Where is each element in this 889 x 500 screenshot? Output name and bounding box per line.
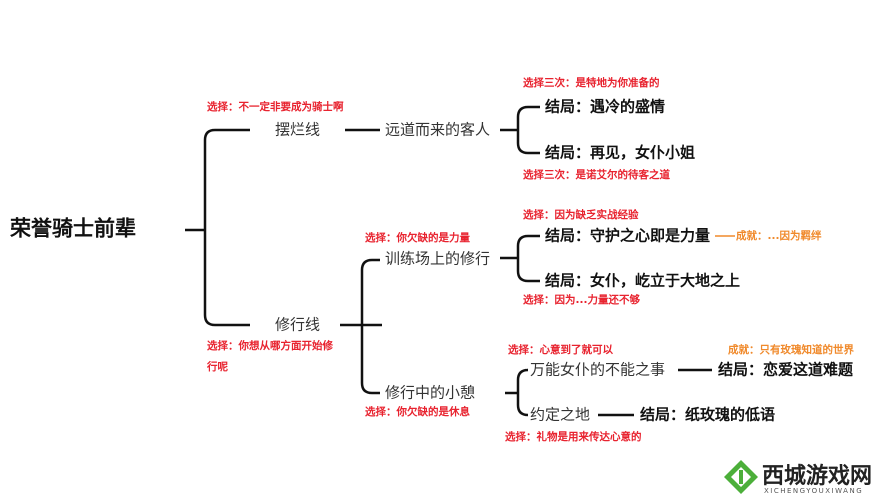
ending-node: 结局：遇冷的盛情	[545, 97, 666, 116]
watermark-sub: XICHENGYOUXIWANG	[764, 487, 864, 495]
node-training: 训练场上的修行	[385, 249, 491, 268]
choice-label: 选择：不一定非要成为骑士啊	[207, 100, 344, 113]
ending-node: 结局：纸玫瑰的低语	[640, 405, 776, 424]
branch-bailan: 摆烂线	[275, 120, 321, 139]
choice-label: 选择三次：是特地为你准备的	[523, 76, 660, 89]
achievement-label: 成就：只有玫瑰知道的世界	[728, 343, 854, 356]
watermark-name: 西城游戏网	[762, 463, 873, 489]
node-promise-place: 约定之地	[530, 405, 591, 424]
choice-label: 选择：因为...力量还不够	[523, 293, 640, 306]
choice-label: 选择：你欠缺的是力量	[365, 231, 470, 244]
logo-icon	[724, 460, 758, 494]
choice-label: 行呢	[207, 360, 228, 373]
choice-label: 选择三次：是诺艾尔的待客之道	[523, 168, 670, 181]
branch-xiuxing: 修行线	[275, 315, 321, 334]
root-node: 荣誉骑士前辈	[10, 216, 136, 241]
choice-label: 选择：因为缺乏实战经验	[523, 208, 639, 221]
choice-label: 选择：你欠缺的是休息	[365, 405, 470, 418]
achievement-label: 成就：...因为羁绊	[736, 229, 822, 242]
ending-node: 结局：恋爱这道难题	[718, 360, 854, 379]
node-rest: 修行中的小憩	[385, 383, 476, 402]
choice-label: 选择：礼物是用来传达心意的	[505, 430, 642, 443]
node-guest: 远道而来的客人	[385, 120, 491, 139]
ending-node: 结局：女仆，屹立于大地之上	[545, 271, 741, 290]
node-maid-task: 万能女仆的不能之事	[530, 360, 666, 379]
ending-node: 结局：守护之心即是力量	[545, 226, 711, 245]
watermark-logo: 西城游戏网 XICHENGYOUXIWANG	[722, 458, 887, 498]
choice-label: 选择：心意到了就可以	[508, 343, 613, 356]
choice-label: 选择：你想从哪方面开始修	[207, 339, 333, 352]
ending-node: 结局：再见，女仆小姐	[545, 143, 696, 162]
